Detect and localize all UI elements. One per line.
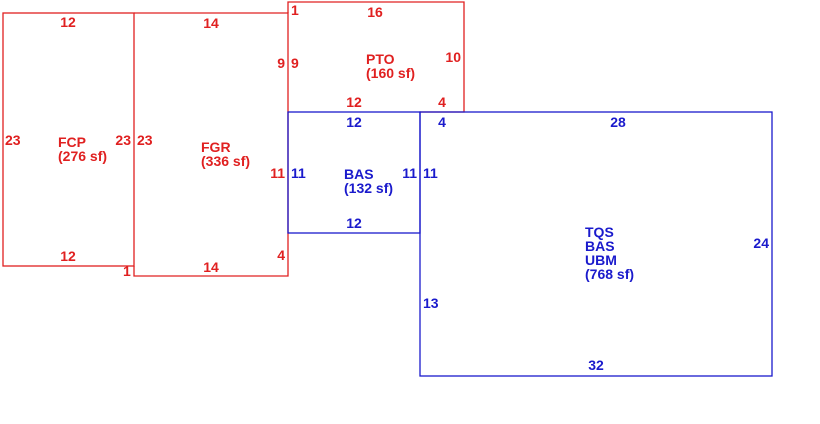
bas-area-label: (132 sf) xyxy=(344,180,393,196)
dim-main-right: 24 xyxy=(753,235,769,251)
dim-fcp-step: 1 xyxy=(123,263,131,279)
main-area-label: (768 sf) xyxy=(585,266,634,282)
dim-main-left-lower: 13 xyxy=(423,295,439,311)
dim-bas-top: 12 xyxy=(346,114,362,130)
pto-code-label: PTO xyxy=(366,51,395,67)
dim-fgr-right-upper: 9 xyxy=(277,55,285,71)
fgr-code-label: FGR xyxy=(201,139,231,155)
dim-pto-bottom-right: 4 xyxy=(438,94,446,110)
dim-pto-bottom: 12 xyxy=(346,94,362,110)
dim-main-top-left: 4 xyxy=(438,114,446,130)
main-code-label-1: TQS xyxy=(585,224,614,240)
dim-fcp-bottom: 12 xyxy=(60,248,76,264)
dim-fgr-right-lower: 4 xyxy=(277,247,285,263)
dim-fgr-right-mid: 11 xyxy=(270,165,285,181)
dim-bas-bottom: 12 xyxy=(346,215,362,231)
dim-pto-right: 10 xyxy=(445,49,461,65)
bas-code-label: BAS xyxy=(344,166,374,182)
dim-main-bottom: 32 xyxy=(588,357,604,373)
dim-fcp-right: 23 xyxy=(115,132,131,148)
dim-pto-top: 16 xyxy=(367,4,383,20)
main-code-label-3: UBM xyxy=(585,252,617,268)
dim-main-left-upper: 11 xyxy=(423,165,438,181)
fcp-outline xyxy=(2,12,135,267)
fgr-area-label: (336 sf) xyxy=(201,153,250,169)
dim-fcp-left: 23 xyxy=(5,132,21,148)
main-code-label-2: BAS xyxy=(585,238,615,254)
dim-fcp-top: 12 xyxy=(60,14,76,30)
dim-main-top: 28 xyxy=(610,114,626,130)
dim-fgr-left: 23 xyxy=(137,132,153,148)
fcp-area-label: (276 sf) xyxy=(58,148,107,164)
dim-bas-left: 11 xyxy=(291,165,306,181)
pto-area-label: (160 sf) xyxy=(366,65,415,81)
dim-fgr-top: 14 xyxy=(203,15,219,31)
dim-pto-left: 9 xyxy=(291,55,299,71)
main-area-outline xyxy=(419,111,773,377)
fcp-code-label: FCP xyxy=(58,134,86,150)
fgr-outline xyxy=(133,12,289,277)
dim-fgr-bottom: 14 xyxy=(203,259,219,275)
dim-pto-corner: 1 xyxy=(291,2,299,18)
dim-bas-right: 11 xyxy=(402,165,417,181)
